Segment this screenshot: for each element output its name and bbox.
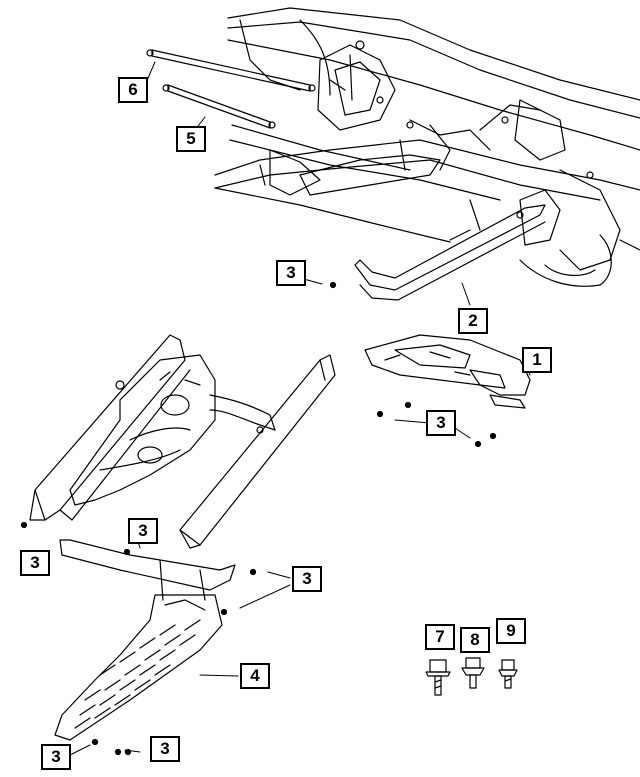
callout-3-bottom-left: 3 — [41, 744, 71, 770]
crossmember-item-2 — [354, 204, 546, 301]
callout-1: 1 — [522, 347, 552, 373]
callout-3-front: 3 — [292, 566, 322, 592]
callout-6: 6 — [118, 77, 148, 103]
callout-3-top: 3 — [276, 260, 306, 286]
rod-item-6 — [146, 49, 316, 92]
callout-3-right: 3 — [426, 410, 456, 436]
upper-frame-rails — [214, 7, 640, 287]
callout-2: 2 — [458, 308, 488, 334]
skid-plate-item-4 — [54, 594, 223, 741]
callout-8: 8 — [460, 627, 490, 653]
callout-3-left: 3 — [20, 550, 50, 576]
callout-3-bottom-right: 3 — [150, 736, 180, 762]
fastener-bolts — [20, 281, 497, 756]
fuel-tank — [69, 354, 276, 506]
bolt-item-7 — [425, 659, 451, 696]
callout-9: 9 — [496, 618, 526, 644]
lower-crossmember — [59, 539, 236, 601]
bolt-item-8 — [461, 657, 485, 689]
bolt-item-9 — [498, 659, 518, 689]
lower-frame-rails — [29, 334, 336, 549]
callout-7: 7 — [425, 624, 455, 650]
callout-4: 4 — [240, 663, 270, 689]
rod-item-5 — [162, 84, 276, 129]
callout-3-mid: 3 — [128, 518, 158, 544]
callout-5: 5 — [176, 126, 206, 152]
skid-plate-item-1 — [364, 334, 531, 409]
